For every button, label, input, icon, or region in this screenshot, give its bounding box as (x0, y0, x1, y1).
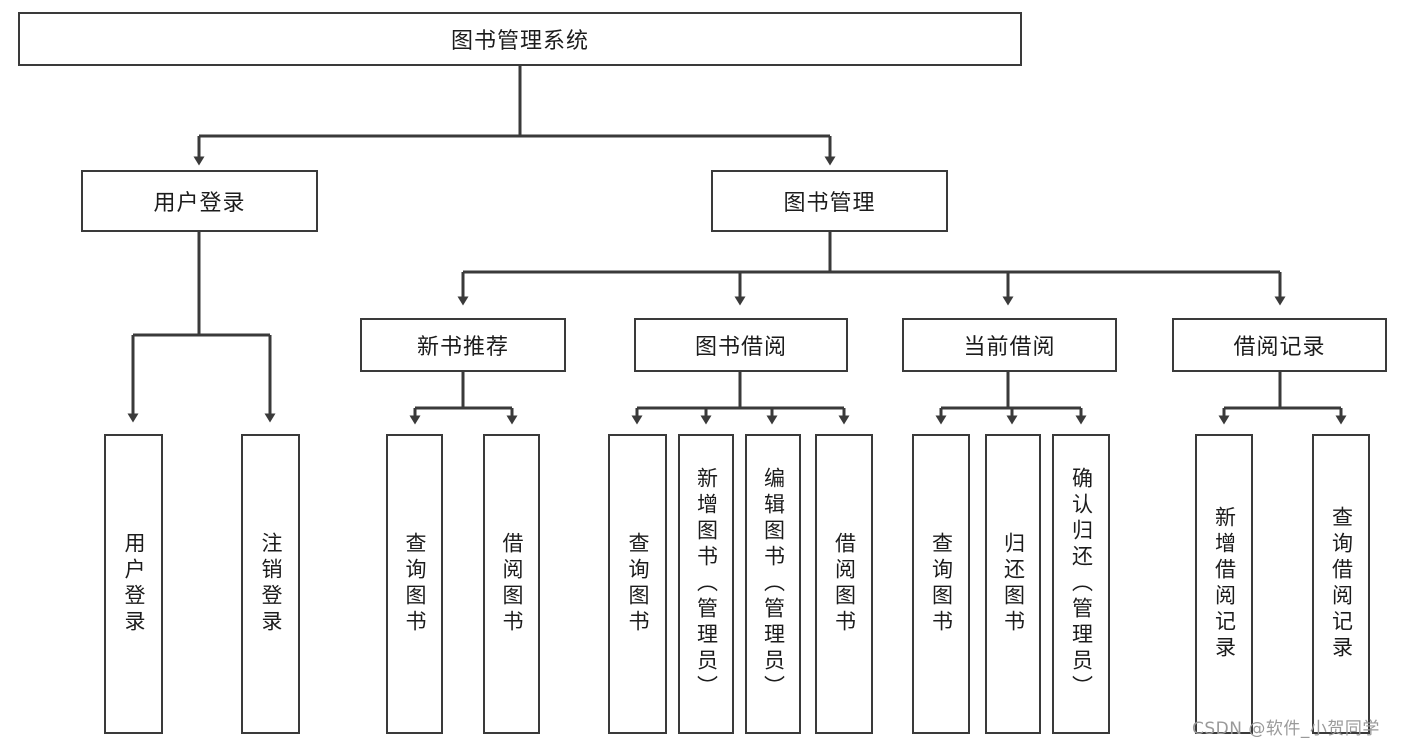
node-leaf-logout-label: 注销登录 (259, 532, 283, 636)
node-leaf-edit-book-label: 编辑图书（管理员） (761, 467, 786, 701)
node-current-borrow-label: 当前借阅 (963, 335, 1056, 360)
node-leaf-user-login[interactable]: 用户登录 (104, 434, 163, 734)
node-leaf-borrow-book-1-label: 借阅图书 (500, 532, 524, 636)
node-new-book-recommend[interactable]: 新书推荐 (360, 318, 566, 372)
node-root-label: 图书管理系统 (450, 29, 589, 54)
node-leaf-query-book-1[interactable]: 查询图书 (386, 434, 443, 734)
node-leaf-add-book[interactable]: 新增图书（管理员） (678, 434, 734, 734)
node-leaf-query-book-2[interactable]: 查询图书 (608, 434, 667, 734)
node-leaf-logout[interactable]: 注销登录 (241, 434, 300, 734)
node-leaf-query-borrow-record[interactable]: 查询借阅记录 (1312, 434, 1370, 734)
node-leaf-confirm-return-label: 确认归还（管理员） (1069, 467, 1094, 701)
node-book-management-label: 图书管理 (783, 191, 876, 216)
node-book-borrow-label: 图书借阅 (694, 335, 787, 360)
node-leaf-query-book-1-label: 查询图书 (403, 532, 427, 636)
node-leaf-borrow-book-2-label: 借阅图书 (832, 532, 857, 636)
node-root[interactable]: 图书管理系统 (18, 12, 1022, 66)
node-user-login-label: 用户登录 (153, 191, 246, 216)
node-borrow-records[interactable]: 借阅记录 (1172, 318, 1387, 372)
node-leaf-return-book[interactable]: 归还图书 (985, 434, 1041, 734)
node-book-management[interactable]: 图书管理 (711, 170, 948, 232)
node-leaf-edit-book[interactable]: 编辑图书（管理员） (745, 434, 801, 734)
node-leaf-query-book-3-label: 查询图书 (929, 532, 954, 636)
node-leaf-confirm-return[interactable]: 确认归还（管理员） (1052, 434, 1110, 734)
node-leaf-query-book-2-label: 查询图书 (626, 532, 650, 636)
node-leaf-add-book-label: 新增图书（管理员） (694, 467, 719, 701)
node-leaf-query-book-3[interactable]: 查询图书 (912, 434, 970, 734)
node-leaf-return-book-label: 归还图书 (1001, 532, 1026, 636)
node-borrow-records-label: 借阅记录 (1233, 335, 1326, 360)
node-leaf-add-borrow-record-label: 新增借阅记录 (1212, 506, 1237, 662)
node-leaf-user-login-label: 用户登录 (122, 532, 146, 636)
node-leaf-query-borrow-record-label: 查询借阅记录 (1329, 506, 1354, 662)
node-book-borrow[interactable]: 图书借阅 (634, 318, 848, 372)
node-current-borrow[interactable]: 当前借阅 (902, 318, 1117, 372)
node-new-book-recommend-label: 新书推荐 (416, 335, 509, 360)
node-leaf-add-borrow-record[interactable]: 新增借阅记录 (1195, 434, 1253, 734)
node-leaf-borrow-book-1[interactable]: 借阅图书 (483, 434, 540, 734)
node-leaf-borrow-book-2[interactable]: 借阅图书 (815, 434, 873, 734)
node-user-login[interactable]: 用户登录 (81, 170, 318, 232)
